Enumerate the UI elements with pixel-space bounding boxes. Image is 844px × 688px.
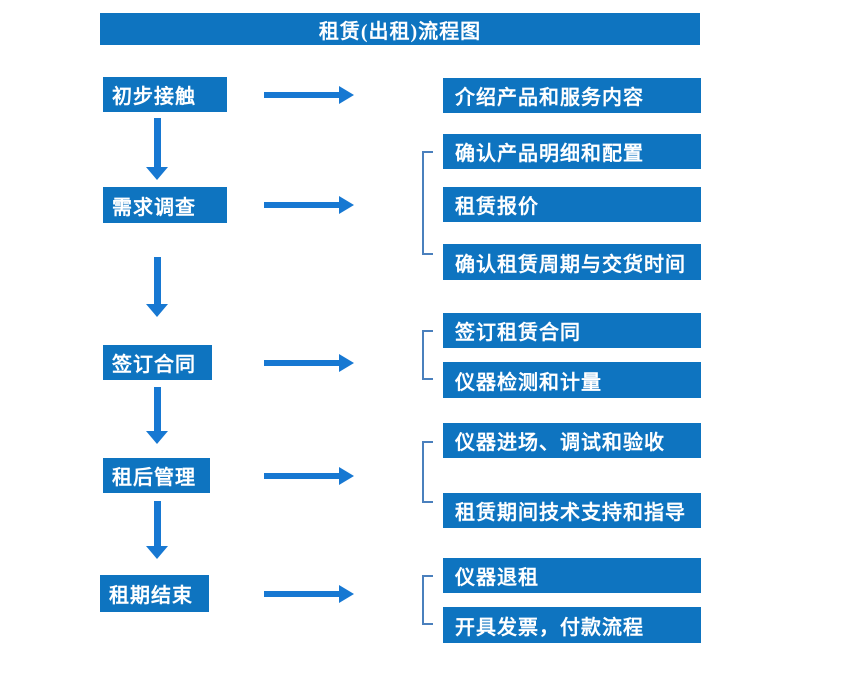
arrow-head-icon <box>339 467 354 485</box>
bracket-rental-period-end-details <box>422 575 433 625</box>
arrow-post-rental-management-to-details <box>264 467 354 485</box>
detail-confirm-rental-period-delivery-time: 确认租赁周期与交货时间 <box>443 244 701 280</box>
detail-rental-quotation: 租赁报价 <box>443 187 701 222</box>
detail-invoice-payment-process: 开具发票，付款流程 <box>443 607 701 643</box>
arrow-shaft <box>264 360 339 366</box>
arrow-shaft <box>264 473 339 479</box>
detail-instrument-return: 仪器退租 <box>443 558 701 593</box>
bracket-demand-survey-details <box>422 151 433 255</box>
step-demand-survey: 需求调查 <box>103 187 227 223</box>
arrow-shaft <box>264 92 339 98</box>
detail-introduce-product-services: 介绍产品和服务内容 <box>443 78 701 113</box>
arrow-head-icon <box>146 431 168 444</box>
step-sign-contract: 签订合同 <box>103 345 212 380</box>
arrow-head-icon <box>339 585 354 603</box>
detail-confirm-product-details-config: 确认产品明细和配置 <box>443 134 701 169</box>
arrow-demand-survey-to-details <box>264 196 354 214</box>
arrow-shaft <box>153 118 161 167</box>
arrow-head-icon <box>339 86 354 104</box>
detail-instrument-testing-measurement: 仪器检测和计量 <box>443 362 701 398</box>
bracket-sign-contract-details <box>422 330 433 380</box>
flowchart-title: 租赁(出租)流程图 <box>100 13 700 45</box>
arrow-initial-contact-to-demand-survey <box>146 118 168 180</box>
arrow-sign-contract-to-post-rental-management <box>146 387 168 444</box>
arrow-head-icon <box>339 354 354 372</box>
step-rental-period-end: 租期结束 <box>100 575 209 612</box>
step-post-rental-management: 租后管理 <box>103 458 210 493</box>
arrow-head-icon <box>146 167 168 180</box>
arrow-demand-survey-to-sign-contract <box>146 257 168 317</box>
step-initial-contact: 初步接触 <box>103 77 227 112</box>
arrow-head-icon <box>339 196 354 214</box>
arrow-sign-contract-to-details <box>264 354 354 372</box>
detail-instrument-entry-debug-acceptance: 仪器进场、调试和验收 <box>443 423 701 458</box>
arrow-post-rental-management-to-rental-period-end <box>146 501 168 559</box>
arrow-initial-contact-to-details <box>264 86 354 104</box>
detail-rental-tech-support-guidance: 租赁期间技术支持和指导 <box>443 493 701 528</box>
arrow-shaft <box>264 591 339 597</box>
arrow-shaft <box>153 501 161 546</box>
arrow-head-icon <box>146 546 168 559</box>
arrow-shaft <box>264 202 339 208</box>
detail-sign-rental-contract: 签订租赁合同 <box>443 313 701 348</box>
arrow-head-icon <box>146 304 168 317</box>
arrow-rental-period-end-to-details <box>264 585 354 603</box>
bracket-post-rental-management-details <box>422 441 433 503</box>
arrow-shaft <box>153 257 161 304</box>
arrow-shaft <box>153 387 161 431</box>
